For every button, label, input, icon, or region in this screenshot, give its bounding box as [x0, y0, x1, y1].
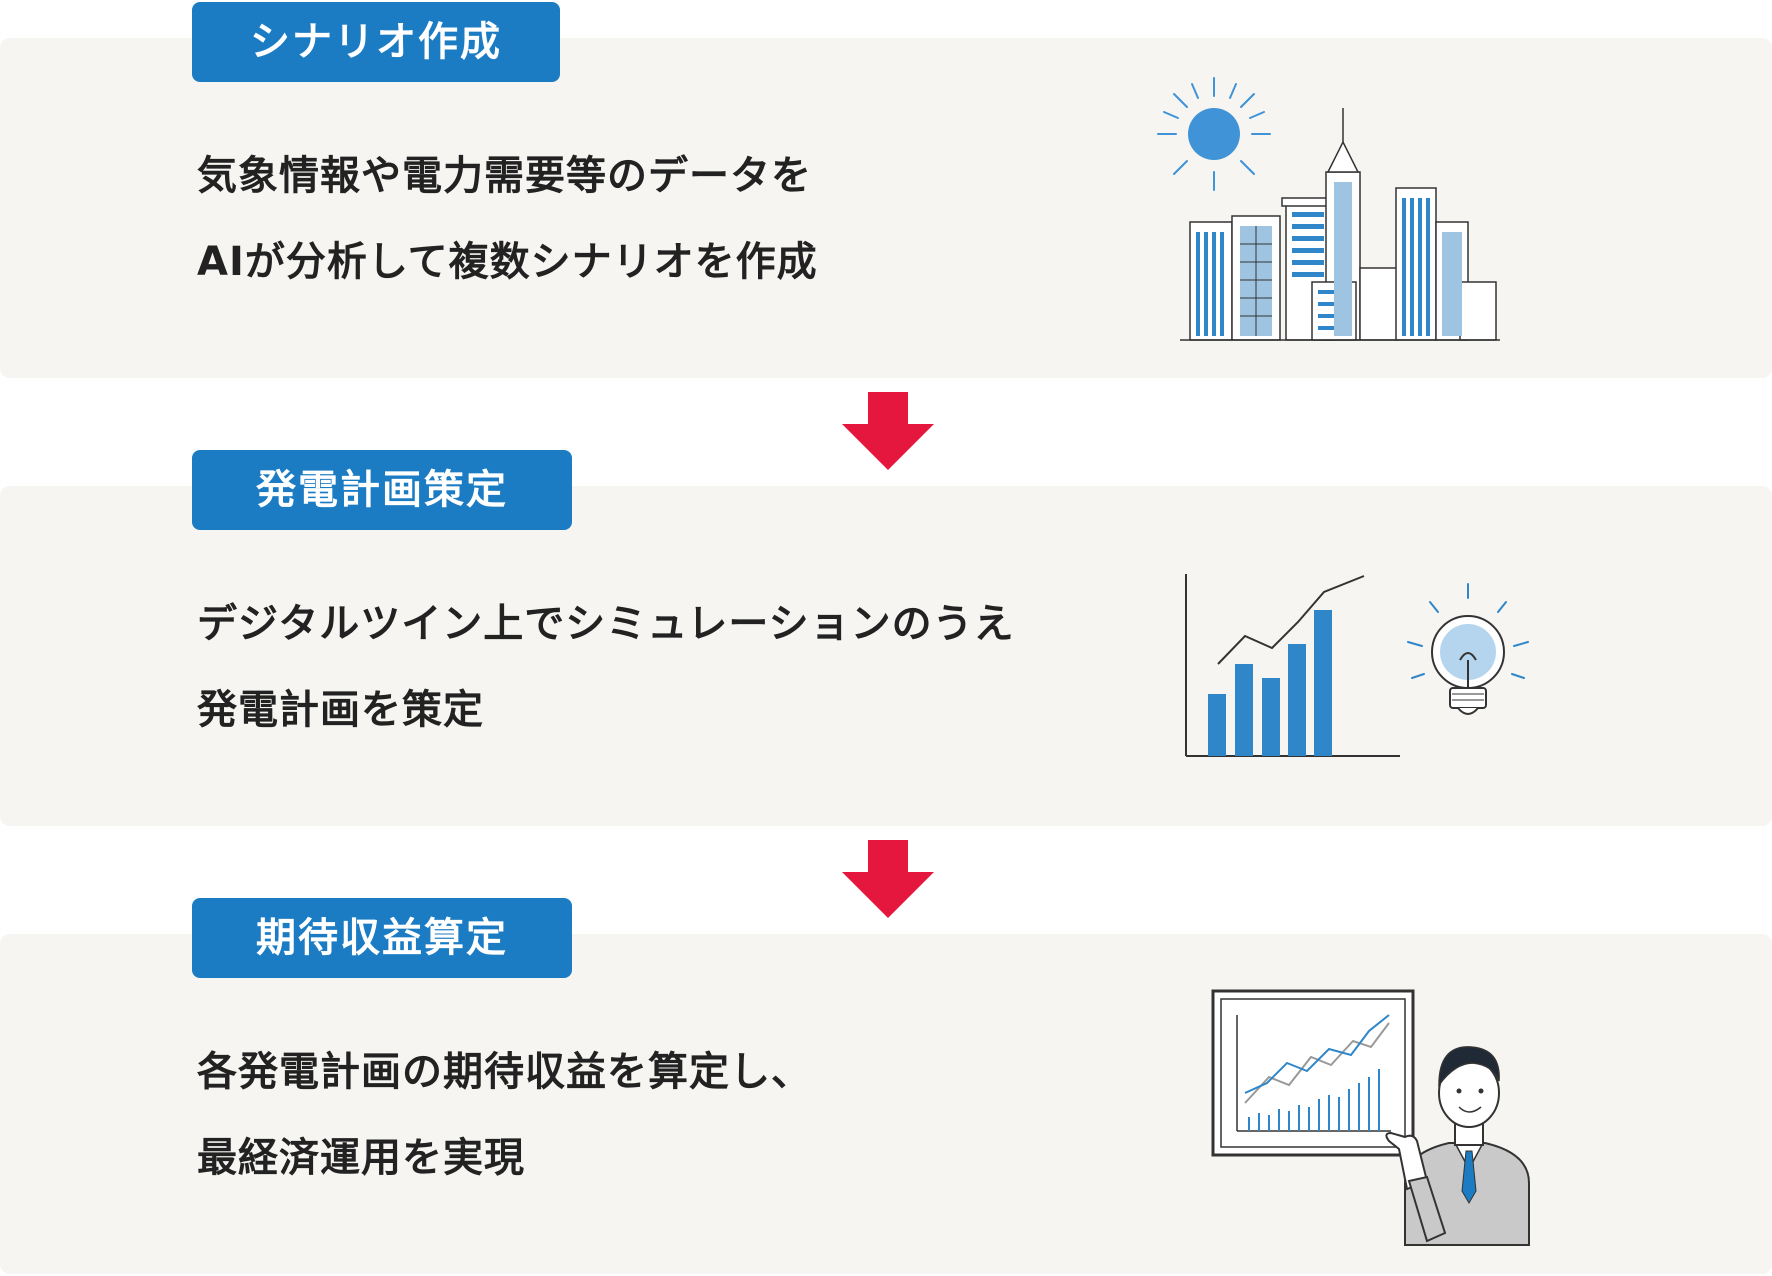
step-description-line-2: AIが分析して複数シナリオを作成 [197, 239, 818, 285]
step-description-line-1: デジタルツイン上でシミュレーションのうえ [197, 601, 1015, 647]
step-title-revenue: 期待収益算定 [192, 898, 572, 978]
step-title-plan: 発電計画策定 [192, 450, 572, 530]
step-description-line-2: 最経済運用を実現 [197, 1135, 525, 1181]
down-arrow-icon [842, 840, 934, 918]
bar-chart-with-lightbulb-icon [1185, 574, 1529, 757]
city-skyline-with-sun-icon [1157, 77, 1500, 341]
businessman-presenting-chart-icon [1211, 989, 1530, 1246]
step-title-scenario: シナリオ作成 [192, 2, 560, 82]
down-arrow-icon [842, 392, 934, 470]
step-description-line-1: 各発電計画の期待収益を算定し、 [197, 1049, 812, 1095]
step-description-line-1: 気象情報や電力需要等のデータを [197, 153, 812, 199]
step-description-line-2: 発電計画を策定 [197, 687, 484, 733]
